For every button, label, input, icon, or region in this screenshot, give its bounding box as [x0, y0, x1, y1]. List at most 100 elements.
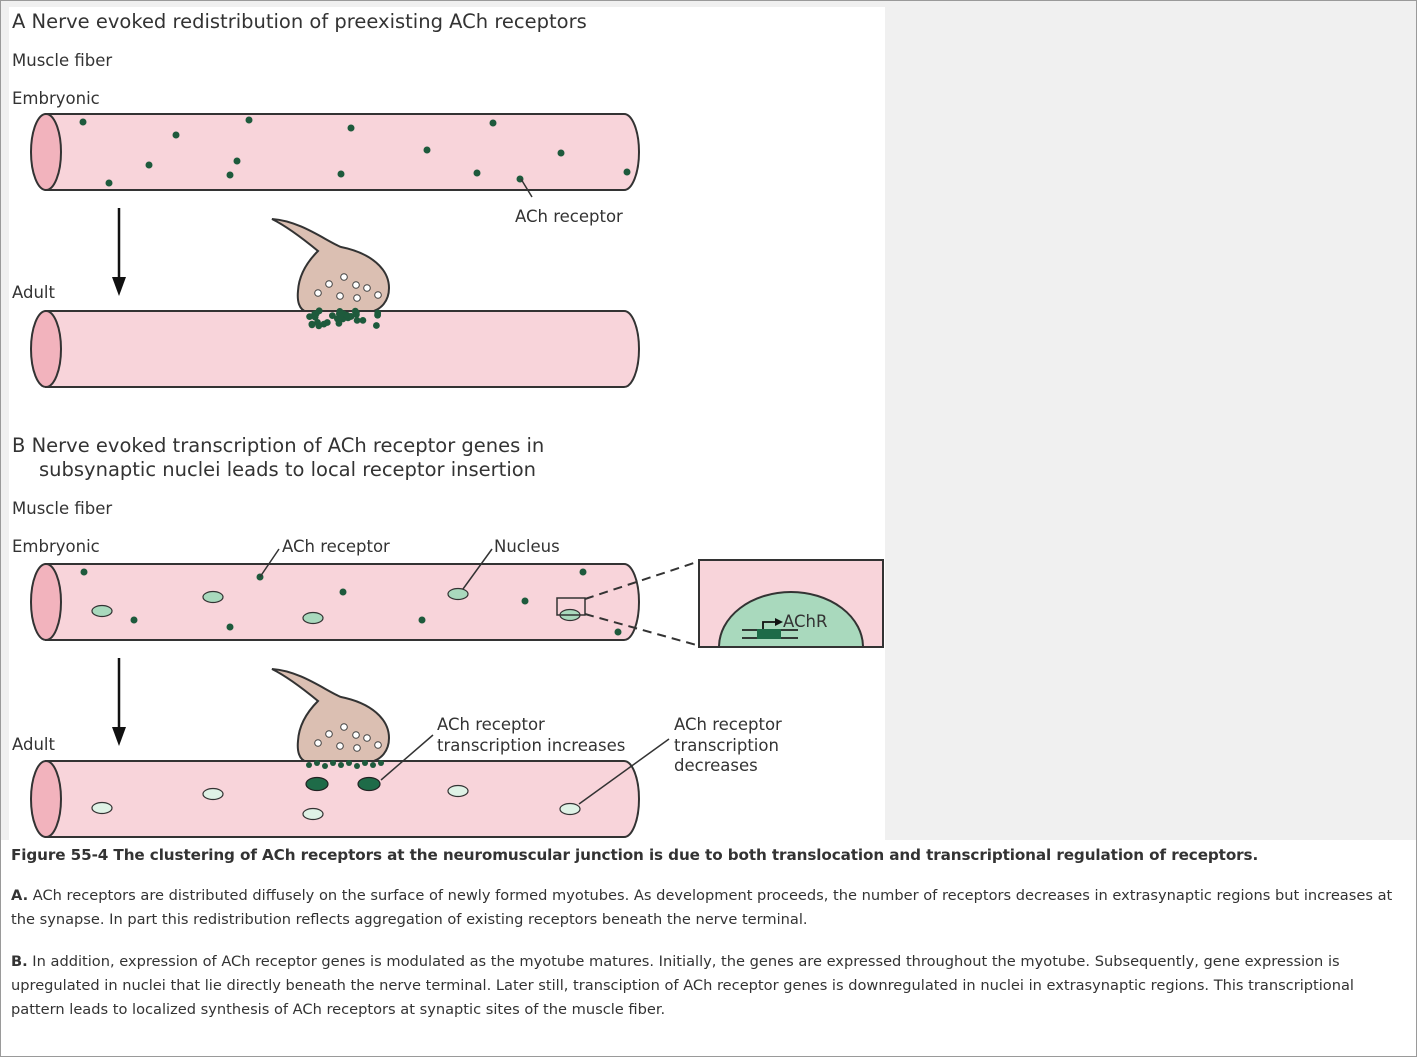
- panel-b-muscle-fiber-label: Muscle fiber: [12, 499, 112, 518]
- increase-label-line1: ACh receptor: [437, 715, 545, 734]
- ach-receptor-dot: [374, 312, 381, 319]
- ach-receptor-dot: [474, 170, 481, 177]
- development-arrow-a: [112, 208, 126, 296]
- nucleus: [92, 606, 112, 617]
- ach-receptor-dot: [131, 617, 138, 624]
- ach-receptor-dot: [378, 760, 384, 766]
- synaptic-vesicle: [375, 742, 382, 749]
- ach-receptor-dot: [227, 624, 234, 631]
- caption-paragraph-a-text: ACh receptors are distributed diffusely …: [11, 887, 1392, 928]
- nerve-terminal-a: [272, 219, 389, 312]
- ach-receptor-dot: [522, 598, 529, 605]
- ach-receptor-dot: [360, 317, 367, 324]
- ach-receptor-dot: [227, 172, 234, 179]
- ach-receptor-dot: [306, 313, 313, 320]
- ach-receptor-dot: [329, 312, 336, 319]
- ach-receptor-dot: [580, 569, 587, 576]
- nerve-terminal-b: [272, 669, 389, 762]
- ach-receptor-dot: [615, 629, 622, 636]
- synaptic-vesicle: [354, 745, 361, 752]
- ach-receptor-dot: [321, 321, 328, 328]
- panel-a-heading: A Nerve evoked redistribution of preexis…: [12, 10, 587, 33]
- ach-receptor-dot: [354, 317, 361, 324]
- embryonic-muscle-fiber-a: [31, 114, 639, 190]
- panel-a-adult-label: Adult: [12, 283, 56, 302]
- panel-b-nucleus-label: Nucleus: [494, 537, 560, 556]
- nucleus: [203, 789, 223, 800]
- ach-receptor-dot: [80, 119, 87, 126]
- synaptic-vesicle: [337, 743, 344, 750]
- synaptic-vesicle: [354, 295, 361, 302]
- panel-b-heading-line1: B Nerve evoked transcription of ACh rece…: [12, 434, 544, 457]
- caption-paragraph-b-label: B.: [11, 953, 28, 970]
- synaptic-vesicle: [341, 274, 348, 281]
- ach-receptor-dot: [558, 150, 565, 157]
- synaptic-vesicle: [353, 282, 360, 289]
- nucleus: [92, 803, 112, 814]
- caption-area: Figure 55-4 The clustering of ACh recept…: [1, 840, 1416, 1056]
- ach-receptor-dot: [340, 589, 347, 596]
- synaptic-vesicle: [341, 724, 348, 731]
- ach-receptor-dot: [146, 162, 153, 169]
- synaptic-vesicle: [326, 731, 333, 738]
- ach-receptor-dot: [322, 763, 328, 769]
- ach-receptor-dot: [313, 310, 320, 317]
- figure-panel: A Nerve evoked redistribution of preexis…: [9, 7, 885, 840]
- decrease-label-line2: transcription: [674, 736, 779, 755]
- ach-receptor-dot: [81, 569, 88, 576]
- ach-receptor-dot: [306, 762, 312, 768]
- development-arrow-b: [112, 658, 126, 746]
- ach-receptor-dot: [354, 763, 360, 769]
- ach-receptor-dot: [348, 125, 355, 132]
- ach-receptor-dot: [330, 760, 336, 766]
- nucleus-inset: AChR: [699, 560, 883, 702]
- caption-paragraph-b: B. In addition, expression of ACh recept…: [11, 950, 1406, 1022]
- synaptic-vesicle: [364, 285, 371, 292]
- panel-b-adult-label: Adult: [12, 735, 56, 754]
- nucleus: [303, 613, 323, 624]
- synaptic-vesicle: [326, 281, 333, 288]
- ach-receptor-dot: [424, 147, 431, 154]
- panel-b-receptor-label: ACh receptor: [282, 537, 390, 556]
- adult-muscle-fiber-a: [31, 311, 639, 387]
- synaptic-vesicle: [375, 292, 382, 299]
- caption-paragraph-b-text: In addition, expression of ACh receptor …: [11, 953, 1354, 1018]
- caption-paragraph-a-label: A.: [11, 887, 28, 904]
- ach-receptor-dot: [362, 760, 368, 766]
- adult-muscle-fiber-b: [31, 761, 639, 837]
- panel-a-muscle-fiber-label: Muscle fiber: [12, 51, 112, 70]
- ach-receptor-dot: [338, 171, 345, 178]
- nucleus: [203, 592, 223, 603]
- synaptic-vesicle: [315, 290, 322, 297]
- figure-diagram: A Nerve evoked redistribution of preexis…: [9, 7, 885, 840]
- synaptic-vesicle: [353, 732, 360, 739]
- nucleus: [303, 809, 323, 820]
- ach-receptor-dot: [373, 322, 380, 329]
- synaptic-vesicle: [337, 293, 344, 300]
- ach-receptor-dot: [419, 617, 426, 624]
- ach-receptor-dot: [624, 169, 631, 176]
- synaptic-vesicle: [315, 740, 322, 747]
- ach-receptor-dot: [234, 158, 241, 165]
- nucleus: [560, 804, 580, 815]
- nucleus: [448, 589, 468, 600]
- panel-a-receptor-label: ACh receptor: [515, 207, 623, 226]
- ach-receptor-dot: [336, 320, 343, 327]
- synaptic-vesicle: [364, 735, 371, 742]
- subsynaptic-nucleus: [306, 778, 328, 791]
- subsynaptic-nucleus: [358, 778, 380, 791]
- embryonic-muscle-fiber-b: [31, 564, 639, 640]
- panel-b-embryonic-label: Embryonic: [12, 537, 100, 556]
- decrease-label-line1: ACh receptor: [674, 715, 782, 734]
- decrease-label-line3: decreases: [674, 756, 758, 775]
- ach-receptor-dot: [106, 180, 113, 187]
- ach-receptor-dot: [309, 321, 316, 328]
- panel-a-embryonic-label: Embryonic: [12, 89, 100, 108]
- nucleus: [448, 786, 468, 797]
- ach-receptor-dot: [314, 760, 320, 766]
- ach-receptor-dot: [246, 117, 253, 124]
- ach-receptor-dot: [338, 762, 344, 768]
- achr-gene: [757, 629, 781, 639]
- ach-receptor-dot: [173, 132, 180, 139]
